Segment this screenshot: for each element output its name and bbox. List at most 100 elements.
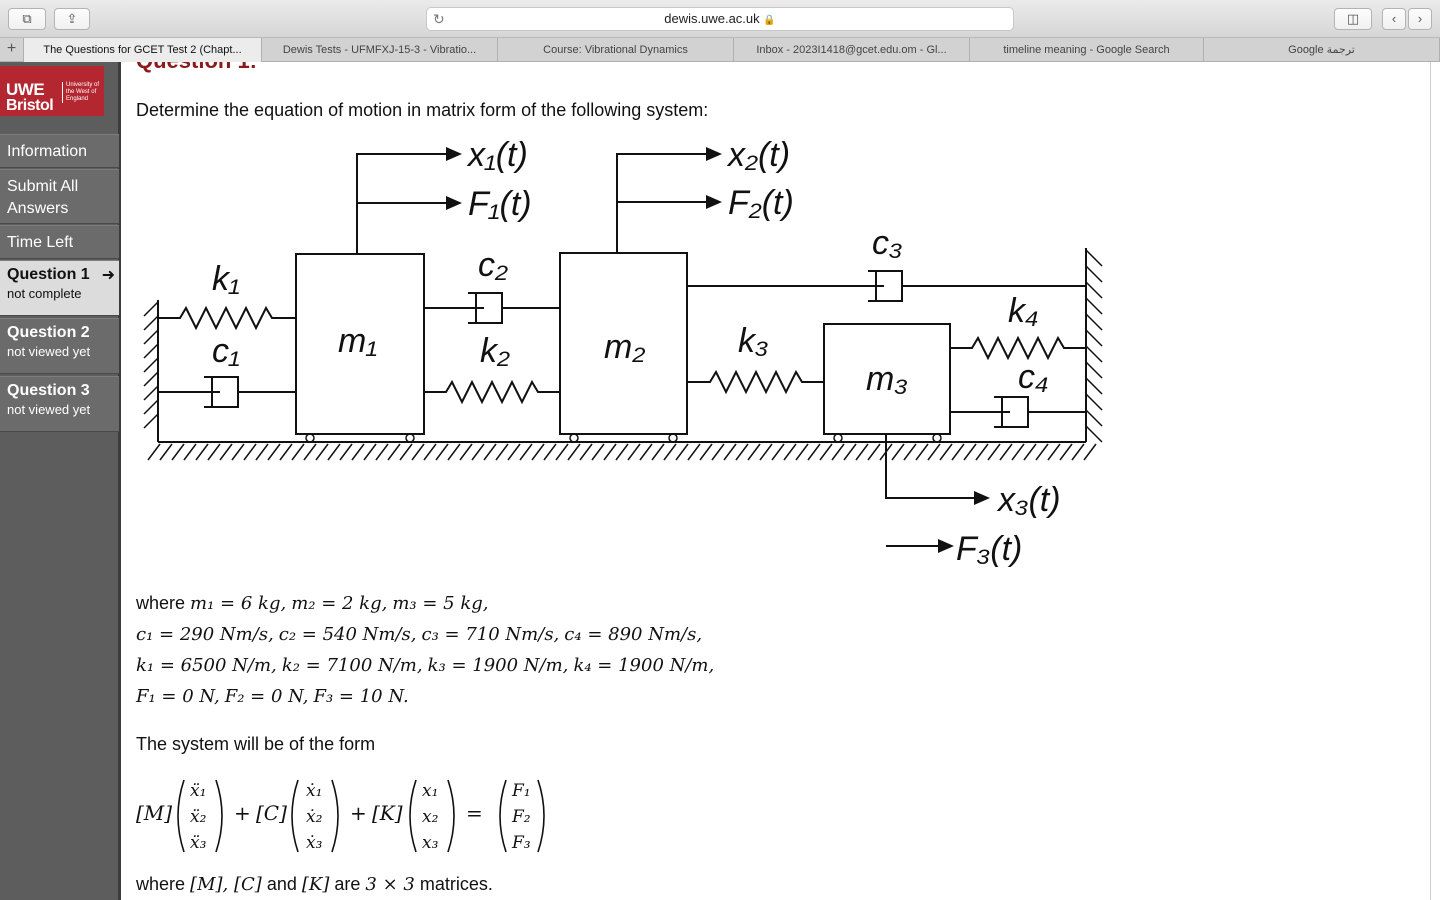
- param-F1: F₁ = 0 N,: [136, 686, 220, 707]
- eq-pos-2: x₂: [422, 807, 439, 827]
- params-dampers: c₁ = 290 Nm/s, c₂ = 540 Nm/s, c₃ = 710 N…: [136, 624, 702, 645]
- closing-matrices: [M], [C]: [190, 874, 262, 895]
- label-F2: F₂(t): [728, 184, 794, 222]
- label-c4: c₄: [1018, 358, 1049, 396]
- logo-line2: Bristol: [6, 97, 54, 114]
- mass-spring-damper-diagram: x₁(t) F₁(t) x₂(t) F₂(t) x₃(t) F₃(t) m₁ m…: [143, 136, 1103, 568]
- label-k2: k₂: [480, 332, 510, 370]
- browser-toolbar: ⧉ ⇪ ↻ dewis.uwe.ac.uk 🔒 ◫ ‹ ›: [0, 0, 1440, 38]
- mass-2-block: [559, 252, 688, 435]
- label-x2: x₂(t): [726, 136, 790, 174]
- eq-vel-1: ẋ₁: [306, 781, 322, 801]
- label-x3: x₃(t): [996, 481, 1061, 519]
- question-heading: Question 1:: [136, 62, 257, 74]
- question-title: Question 3: [7, 382, 90, 399]
- question-title: Question 2: [7, 324, 90, 341]
- sidebar-item-information[interactable]: Information: [0, 134, 119, 168]
- question-status: not complete: [7, 286, 82, 301]
- label-k1: k₁: [212, 260, 240, 298]
- label-F3: F₃(t): [956, 530, 1022, 568]
- tab-google-translate[interactable]: Google ترجمة: [1204, 38, 1440, 62]
- label-m1: m₁: [338, 322, 377, 360]
- closing-dim: 3 × 3: [365, 874, 415, 895]
- new-tab-button[interactable]: +: [0, 38, 24, 62]
- arrow-right-icon: ➜: [101, 267, 115, 284]
- tab-gcet-test[interactable]: The Questions for GCET Test 2 (Chapt...: [24, 38, 262, 62]
- sidebar-item-question-2[interactable]: Question 2 not viewed yet: [0, 318, 119, 374]
- tab-dewis-tests[interactable]: Dewis Tests - UFMFXJ-15-3 - Vibratio...: [262, 38, 498, 62]
- mass-1-block: [295, 253, 425, 435]
- question-title: Question 1: [7, 266, 90, 283]
- right-wall-hatch: [1085, 249, 1103, 443]
- closing-are: are: [334, 874, 361, 894]
- form-intro: The system will be of the form: [136, 734, 376, 754]
- eq-acc-3: ẍ₃: [190, 833, 207, 853]
- eq-equals: =: [466, 801, 483, 825]
- params-springs: k₁ = 6500 N/m, k₂ = 7100 N/m, k₃ = 1900 …: [136, 655, 714, 676]
- param-k2: k₂ = 7100 N/m,: [281, 655, 423, 676]
- question-content: Question 1: Determine the equation of mo…: [128, 62, 1440, 900]
- lock-icon: 🔒: [763, 15, 776, 26]
- tab-course[interactable]: Course: Vibrational Dynamics: [498, 38, 734, 62]
- where-label: where: [136, 593, 186, 613]
- sidebar: UWE Bristol University of the West of En…: [0, 62, 121, 900]
- label-F1: F₁(t): [468, 185, 532, 223]
- label-m2: m₂: [604, 328, 645, 366]
- sidebar-item-question-3[interactable]: Question 3 not viewed yet: [0, 376, 119, 432]
- eq-vel-2: ẋ₂: [306, 807, 323, 827]
- tab-inbox[interactable]: Inbox - 2023I1418@gcet.edu.om - Gl...: [734, 38, 970, 62]
- sidebar-item-question-1[interactable]: Question 1 not complete ➜: [0, 260, 119, 316]
- closing-and: and: [266, 874, 297, 894]
- spring-k1: [158, 305, 296, 331]
- back-button[interactable]: ‹: [1382, 8, 1406, 30]
- sidebar-item-time-left[interactable]: Time Left: [0, 225, 119, 259]
- question-status: not viewed yet: [7, 402, 91, 417]
- eq-force-3: F₃: [511, 833, 531, 853]
- spring-k4: [950, 335, 1086, 361]
- damper-c4: [950, 396, 1086, 428]
- eq-K: [K]: [372, 801, 403, 825]
- tab-google-search[interactable]: timeline meaning - Google Search: [970, 38, 1204, 62]
- address-bar[interactable]: ↻ dewis.uwe.ac.uk 🔒: [426, 7, 1014, 31]
- eq-plus-1: +: [234, 801, 251, 825]
- label-m3: m₃: [866, 360, 908, 398]
- damper-c1: [158, 376, 296, 408]
- eq-acc-1: ẍ₁: [190, 781, 206, 801]
- question-status: not viewed yet: [7, 344, 91, 359]
- left-wall-hatch: [143, 301, 159, 429]
- param-F2: F₂ = 0 N,: [224, 686, 309, 707]
- share-icon[interactable]: ⇪: [54, 8, 90, 30]
- param-c2: c₂ = 540 Nm/s,: [278, 624, 417, 645]
- scrollbar-gutter[interactable]: [1430, 62, 1440, 900]
- eq-force-1: F₁: [511, 781, 531, 801]
- sidebar-item-submit[interactable]: Submit All Answers: [0, 169, 119, 224]
- params-forces: F₁ = 0 N, F₂ = 0 N, F₃ = 10 N.: [136, 686, 409, 707]
- tab-bar: + The Questions for GCET Test 2 (Chapt..…: [0, 38, 1440, 62]
- eq-force-2: F₂: [511, 807, 531, 827]
- param-m2: m₂ = 2 kg,: [291, 593, 388, 614]
- arrow-x3: [885, 434, 976, 499]
- eq-C: [C]: [256, 801, 287, 825]
- label-c1: c₁: [212, 332, 240, 370]
- sidebar-toggle-icon[interactable]: ◫: [1334, 8, 1372, 30]
- eq-acc-2: ẍ₂: [190, 807, 207, 827]
- forward-button[interactable]: ›: [1408, 8, 1432, 30]
- damper-c3: [687, 270, 1086, 302]
- show-all-tabs-icon[interactable]: ⧉: [8, 8, 46, 30]
- label-k4: k₄: [1008, 292, 1039, 330]
- closing-where: where: [136, 874, 186, 894]
- label-k3: k₃: [738, 322, 768, 360]
- sidebar-item-label: Information: [7, 143, 88, 160]
- param-k4: k₄ = 1900 N/m,: [573, 655, 715, 676]
- label-x1: x₁(t): [466, 136, 528, 174]
- floor-hatch: [147, 443, 1097, 461]
- param-c4: c₄ = 890 Nm/s,: [564, 624, 703, 645]
- eq-pos-3: x₃: [422, 833, 439, 853]
- spring-k3: [687, 369, 824, 395]
- uwe-logo[interactable]: UWE Bristol University of the West of En…: [0, 66, 104, 116]
- closing-text: where [M], [C] and [K] are 3 × 3 matrice…: [136, 874, 493, 895]
- closing-k: [K]: [301, 874, 330, 895]
- arrow-x2: [616, 153, 708, 253]
- reload-icon[interactable]: ↻: [433, 11, 445, 27]
- wheels: [305, 433, 942, 443]
